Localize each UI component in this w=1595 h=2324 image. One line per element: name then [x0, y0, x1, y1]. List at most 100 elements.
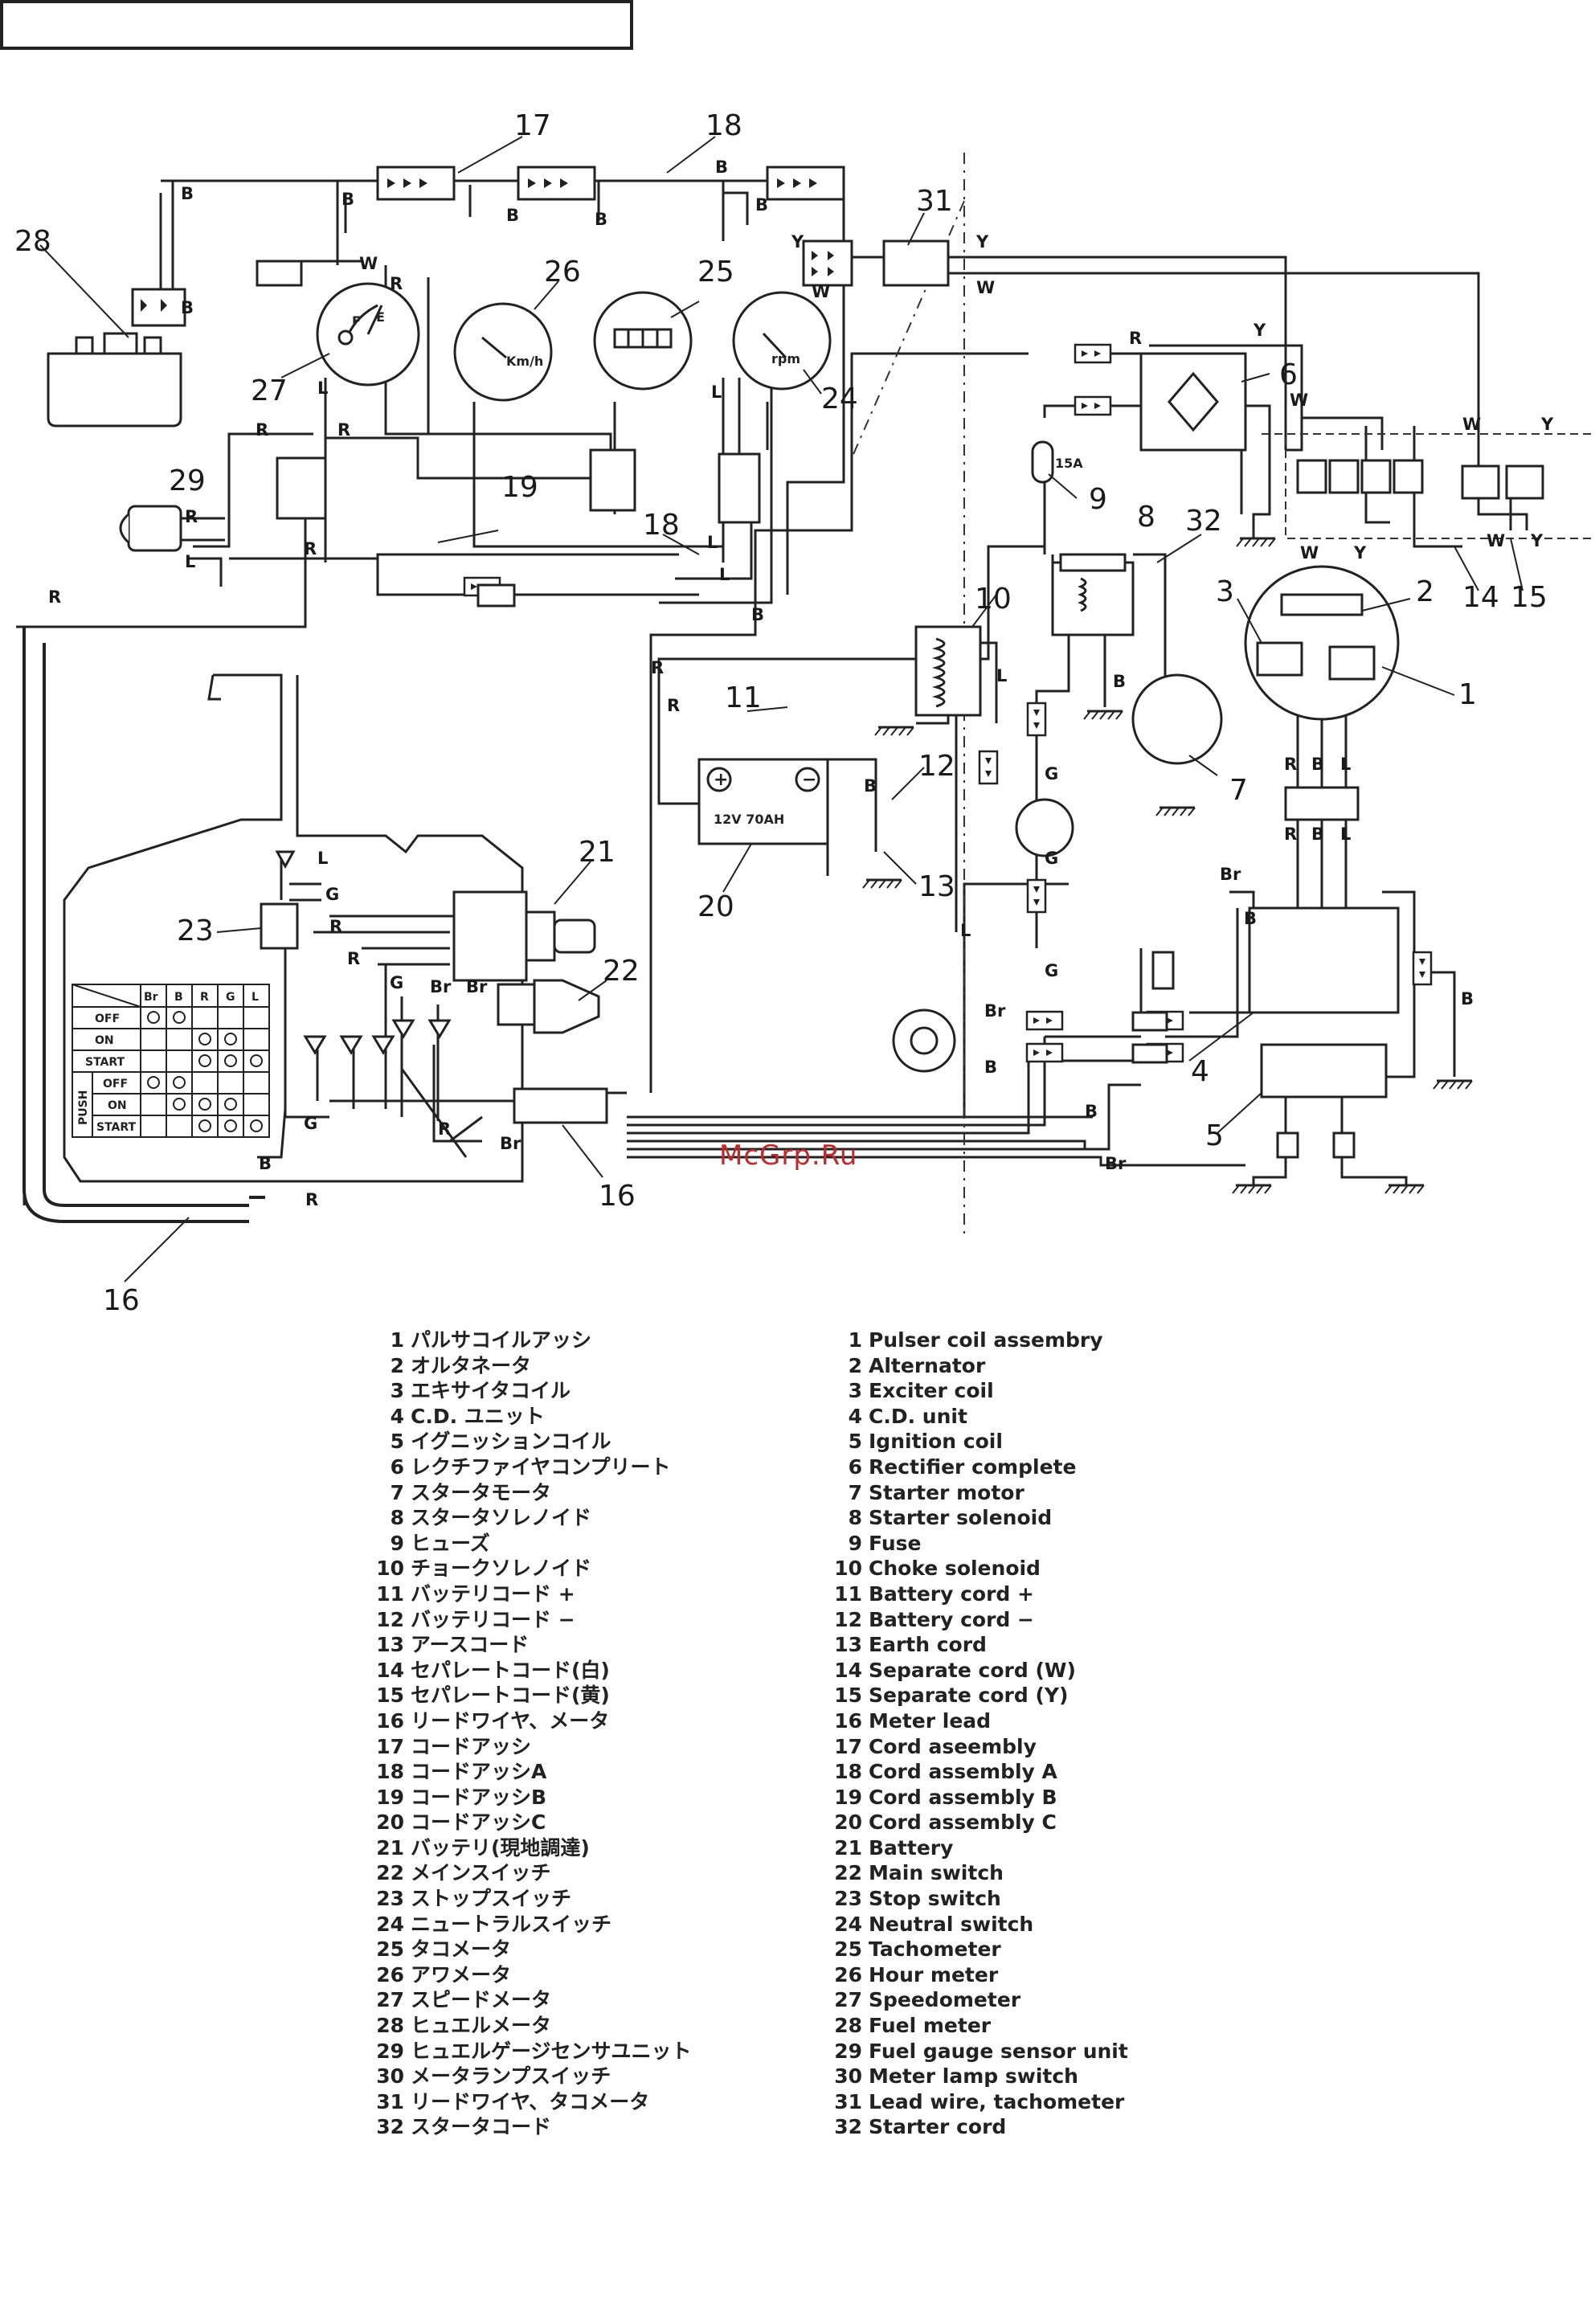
legend-number: 2 [390, 1353, 404, 1377]
svg-text:R: R [329, 917, 342, 936]
svg-text:L: L [185, 552, 195, 571]
legend-text: Stop switch [869, 1887, 1001, 1911]
legend-text: Meter lead [869, 1708, 992, 1733]
svg-text:28: 28 [14, 225, 51, 258]
legend-number: 23 [834, 1887, 862, 1911]
svg-text:B: B [181, 298, 194, 317]
svg-text:−: − [802, 770, 816, 790]
svg-text:26: 26 [544, 256, 581, 288]
svg-text:B: B [506, 206, 519, 225]
table-header: B [174, 991, 183, 1004]
table-row-label: START [96, 1121, 137, 1134]
legend-number: 26 [834, 1962, 862, 1986]
ignition-coil [1260, 1043, 1388, 1099]
legend-text: バッテリコード + [411, 1581, 575, 1606]
legend-number: 7 [390, 1480, 404, 1504]
legend-text: コードアッシA [411, 1760, 547, 1784]
legend-text: メータランプスイッチ [411, 2064, 611, 2089]
legend-text: ヒュエルゲージセンサユニット [411, 2039, 692, 2063]
legend-text: Neutral switch [869, 1912, 1034, 1936]
svg-text:7: 7 [1229, 774, 1248, 807]
svg-text:10: 10 [975, 583, 1012, 616]
svg-text:R: R [1284, 824, 1297, 844]
legend-text: Tachometer [869, 1937, 1001, 1962]
svg-text:R: R [337, 420, 350, 440]
svg-text:Y: Y [1530, 531, 1544, 550]
legend-number: 18 [376, 1760, 404, 1784]
legend-text: Fuel gauge sensor unit [869, 2039, 1128, 2063]
legend-text: Choke solenoid [869, 1557, 1041, 1581]
legend-text: Meter lamp switch [869, 2064, 1078, 2089]
legend-text: Starter motor [869, 1480, 1024, 1504]
svg-text:W: W [1462, 415, 1481, 434]
legend-number: 11 [376, 1581, 404, 1606]
legend-text: バッテリ(現地調達) [411, 1835, 590, 1860]
legend-text: スタータソレノイド [411, 1506, 592, 1530]
legend-number: 10 [376, 1557, 404, 1581]
legend-item: 23 Stop switch [824, 1886, 1128, 1912]
legend-number: 31 [834, 2089, 862, 2113]
legend-number: 21 [376, 1835, 404, 1860]
legend-number: 8 [848, 1506, 862, 1530]
svg-text:B: B [1461, 989, 1474, 1009]
svg-text:B: B [984, 1058, 997, 1077]
callout-numbers: 28 29 27 26 25 24 17 18 31 19 18 6 9 8 3… [14, 109, 1548, 1317]
legend-number: 6 [390, 1455, 404, 1479]
svg-text:6: 6 [1279, 358, 1298, 391]
svg-text:B: B [259, 1154, 272, 1173]
neutral-switch [260, 902, 299, 950]
legend-text: セパレートコード(黄) [411, 1684, 610, 1708]
svg-text:Br: Br [466, 977, 488, 996]
svg-text:B: B [1311, 755, 1324, 774]
wire-color-labels: B B B B B B B W R Y W Y W L L R R R L R … [48, 158, 1554, 1209]
table-header: R [200, 991, 209, 1004]
svg-text:31: 31 [916, 185, 953, 218]
legend-text: アースコード [411, 1633, 530, 1657]
svg-text:B: B [715, 158, 728, 177]
legend-item: 17 コードアッシ [366, 1734, 692, 1760]
svg-text:R: R [256, 420, 268, 440]
legend-text: コードアッシ [411, 1734, 532, 1758]
svg-text:W: W [1487, 531, 1505, 550]
legend-number: 23 [376, 1887, 404, 1911]
svg-text:5: 5 [1205, 1119, 1224, 1152]
svg-text:W: W [1290, 391, 1308, 410]
legend-number: 4 [848, 1404, 862, 1428]
gauges [316, 282, 832, 402]
legend-number: 14 [834, 1658, 862, 1682]
legend-number: 17 [376, 1734, 404, 1758]
starter-motor [1131, 673, 1223, 765]
fuel-gauge-sensor [47, 332, 182, 428]
legend-number: 8 [390, 1506, 404, 1530]
legend-number: 18 [834, 1760, 862, 1784]
svg-text:29: 29 [169, 464, 206, 497]
svg-text:Br: Br [430, 977, 452, 996]
svg-text:12: 12 [918, 750, 955, 783]
legend-number: 9 [390, 1531, 404, 1555]
legend-number: 28 [376, 2014, 404, 2038]
legend-text: リードワイヤ、タコメータ [411, 2089, 650, 2113]
